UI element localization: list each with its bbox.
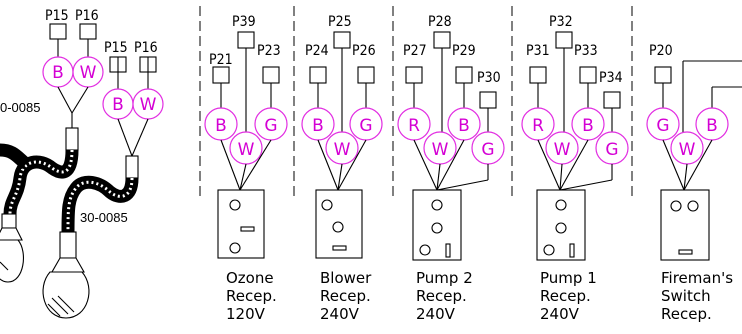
receptacle-outlet	[660, 189, 710, 261]
pin-box	[603, 91, 621, 109]
pin-label: P16	[134, 40, 158, 56]
pin-box	[579, 66, 597, 84]
connector-letter: W	[238, 140, 255, 160]
receptacle-label-line: Recep.	[540, 287, 591, 305]
pin-label: P32	[549, 14, 573, 30]
receptacle-label-line: Fireman's	[661, 269, 733, 287]
receptacle-label-line: Recep.	[226, 287, 277, 305]
receptacle-label-line: 240V	[320, 305, 360, 323]
lamp-bulb-icon	[42, 271, 90, 319]
pin-label: P25	[328, 14, 352, 30]
pin-box	[455, 66, 473, 84]
connector-letter: B	[215, 116, 227, 136]
receptacle-label-line: Recep.	[416, 287, 467, 305]
pin-box	[262, 66, 280, 84]
connector-letter: B	[312, 116, 324, 136]
plug-body	[65, 127, 79, 151]
pin-label: P26	[352, 43, 376, 59]
pin-label: P21	[209, 52, 233, 68]
connector-letter: B	[582, 116, 594, 136]
connector-letter: R	[532, 116, 544, 136]
receptacle-group-pump1: P32 P31 P33 P34 R W B G Pump 1 Recep. 24…	[521, 14, 629, 323]
pin-box	[433, 31, 451, 49]
connector-letter: W	[432, 140, 449, 160]
receptacle-label-line: 120V	[226, 305, 266, 323]
pin-box	[529, 66, 547, 84]
connector-letter: W	[334, 140, 351, 160]
pin-box	[555, 31, 573, 49]
pin-label: P15	[45, 8, 69, 24]
receptacle-label-line: Pump 2	[416, 269, 473, 287]
connector-letter: W	[80, 63, 97, 83]
receptacle-group-ozone: P39 P21 P23 B W G Ozone Recep. 120V	[204, 14, 288, 323]
connector-letter: B	[458, 116, 470, 136]
connector-letter: W	[679, 140, 696, 160]
pin-box	[654, 66, 672, 84]
pin-box	[479, 91, 497, 109]
lamp-base	[1, 213, 17, 229]
receptacle-group-pump2: P28 P27 P29 P30 R W B G Pump 2 Recep. 24…	[397, 14, 505, 323]
receptacle-label-line: Recep.	[320, 287, 371, 305]
connector-letter: G	[605, 140, 618, 160]
left-section: P15 P16 B W P15 P16 B W 0	[0, 8, 164, 319]
part-number: 0-0085	[0, 100, 40, 115]
coiled-cable	[0, 143, 31, 170]
pin-label: P39	[232, 14, 256, 30]
receptacle-label-line: Switch	[661, 287, 711, 305]
receptacle-label-line: Pump 1	[540, 269, 597, 287]
pin-label: P23	[257, 43, 281, 59]
pin-label: P29	[452, 43, 476, 59]
pin-label: P27	[403, 43, 427, 59]
pin-box	[49, 23, 67, 40]
pin-box	[212, 66, 230, 84]
pin-label: P28	[428, 14, 452, 30]
connector-letter: G	[264, 116, 277, 136]
pin-box	[405, 66, 423, 84]
connector-letter: W	[554, 140, 571, 160]
pin-box	[237, 31, 255, 49]
receptacle-label-line: Recep.	[661, 305, 712, 323]
pin-label: P34	[599, 70, 623, 86]
pin-label: P33	[574, 43, 598, 59]
receptacle-label-line: Blower	[320, 269, 372, 287]
connector-letter: G	[359, 116, 372, 136]
receptacle-label-line: 240V	[416, 305, 456, 323]
connector-letter: G	[481, 140, 494, 160]
connector-letter: B	[112, 95, 124, 115]
pin-label: P31	[526, 43, 550, 59]
pin-box	[333, 31, 351, 49]
receptacle-outlet	[217, 189, 265, 259]
receptacle-group-blower: P25 P24 P26 B W G Blower Recep. 240V	[301, 14, 383, 323]
plug-body	[125, 155, 139, 179]
pin-label: P24	[305, 43, 329, 59]
connector-letter: B	[52, 63, 64, 83]
pin-box	[79, 23, 97, 40]
lamp-base	[59, 231, 77, 259]
connector-letter: G	[656, 116, 669, 136]
receptacle-label-line: 240V	[540, 305, 580, 323]
receptacle-label-line: Ozone	[226, 269, 274, 287]
pin-box	[309, 66, 327, 84]
pin-label: P15	[104, 40, 128, 56]
lamp-bulb-icon	[0, 239, 24, 283]
pin-label: P20	[649, 43, 673, 59]
connector-letter: R	[408, 116, 420, 136]
connector-letter: W	[140, 95, 157, 115]
receptacle-group-firemans: P20 G W B Fireman's Switch Recep.	[646, 43, 742, 323]
pin-label: P16	[75, 8, 99, 24]
pin-label: P30	[477, 70, 501, 86]
part-number: 30-0085	[80, 210, 128, 225]
pin-box	[357, 66, 375, 84]
connector-letter: B	[706, 116, 718, 136]
